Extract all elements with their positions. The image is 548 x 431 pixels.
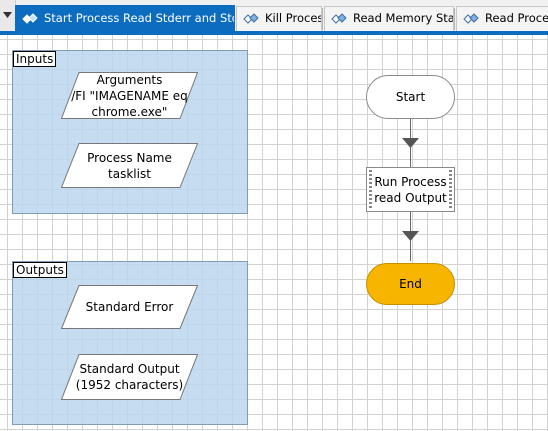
text-line: tasklist xyxy=(108,166,151,181)
tab-label: Kill Process xyxy=(265,11,321,25)
block-label: Outputs xyxy=(13,262,67,278)
tab-separator xyxy=(454,8,455,30)
tab-label: Read Process xyxy=(485,11,548,25)
tab-label: Start Process Read Stderr and Stdout xyxy=(44,11,234,25)
stage-stripe xyxy=(369,170,372,209)
stage-label: End xyxy=(399,277,422,291)
process-stage-run-process[interactable]: Run Process read Output xyxy=(366,167,455,212)
data-item-standard-error[interactable]: Standard Error xyxy=(61,285,198,329)
text-line: Arguments xyxy=(96,72,163,87)
parallelogram-shape xyxy=(61,143,198,188)
text-line: chrome.exe" xyxy=(91,104,168,119)
stage-label: Start xyxy=(395,90,426,104)
text-line: Process Name xyxy=(87,150,172,165)
data-item-arguments[interactable]: Arguments /FI "IMAGENAME eq chrome.exe" xyxy=(61,72,198,119)
diagram-canvas[interactable]: Inputs Arguments /FI "IMAGENAME eq chrom… xyxy=(0,35,548,431)
text-line: Standard Error xyxy=(85,300,174,314)
data-item-text: Arguments /FI "IMAGENAME eq chrome.exe" xyxy=(61,72,198,119)
text-line: /FI "IMAGENAME eq xyxy=(71,88,188,103)
data-item-text: Process Name tasklist xyxy=(61,143,198,188)
data-item-text: Standard Error xyxy=(61,285,198,329)
parallelogram-shape xyxy=(61,285,198,329)
data-item-process-name[interactable]: Process Name tasklist xyxy=(61,143,198,188)
text-line: Standard Output xyxy=(79,362,180,376)
tab-separator xyxy=(322,8,323,30)
tab-bar: Start Process Read Stderr and Stdout Kil… xyxy=(0,0,548,35)
stage-label: Run Process xyxy=(374,174,447,189)
parallelogram-shape xyxy=(61,72,198,119)
stage-stripe xyxy=(449,170,452,209)
tab-kill-process[interactable]: Kill Process xyxy=(236,6,322,31)
process-diagram-icon xyxy=(463,13,479,24)
arrow-down-icon xyxy=(402,231,419,241)
tab-read-process[interactable]: Read Process xyxy=(456,6,548,31)
arrow-down-icon xyxy=(402,138,419,148)
tab-start-process[interactable]: Start Process Read Stderr and Stdout xyxy=(15,5,235,32)
text-line: (1952 characters) xyxy=(75,378,184,392)
tab-read-memory-stats[interactable]: Read Memory Stats xyxy=(324,6,454,31)
process-diagram-icon xyxy=(22,13,38,24)
process-diagram-icon xyxy=(331,13,347,24)
parallelogram-shape xyxy=(61,354,198,400)
data-item-text: Standard Output (1952 characters) xyxy=(61,354,198,400)
tab-list-dropdown[interactable] xyxy=(0,0,16,31)
stage-label: read Output xyxy=(374,190,447,205)
data-item-standard-output[interactable]: Standard Output (1952 characters) xyxy=(61,354,198,400)
block-label: Inputs xyxy=(13,51,57,67)
start-stage[interactable]: Start xyxy=(366,75,455,119)
tab-bar-accent-line xyxy=(0,31,548,35)
end-stage[interactable]: End xyxy=(366,263,455,305)
tab-label: Read Memory Stats xyxy=(353,11,453,25)
chevron-down-icon xyxy=(3,12,12,18)
process-diagram-icon xyxy=(243,13,259,24)
